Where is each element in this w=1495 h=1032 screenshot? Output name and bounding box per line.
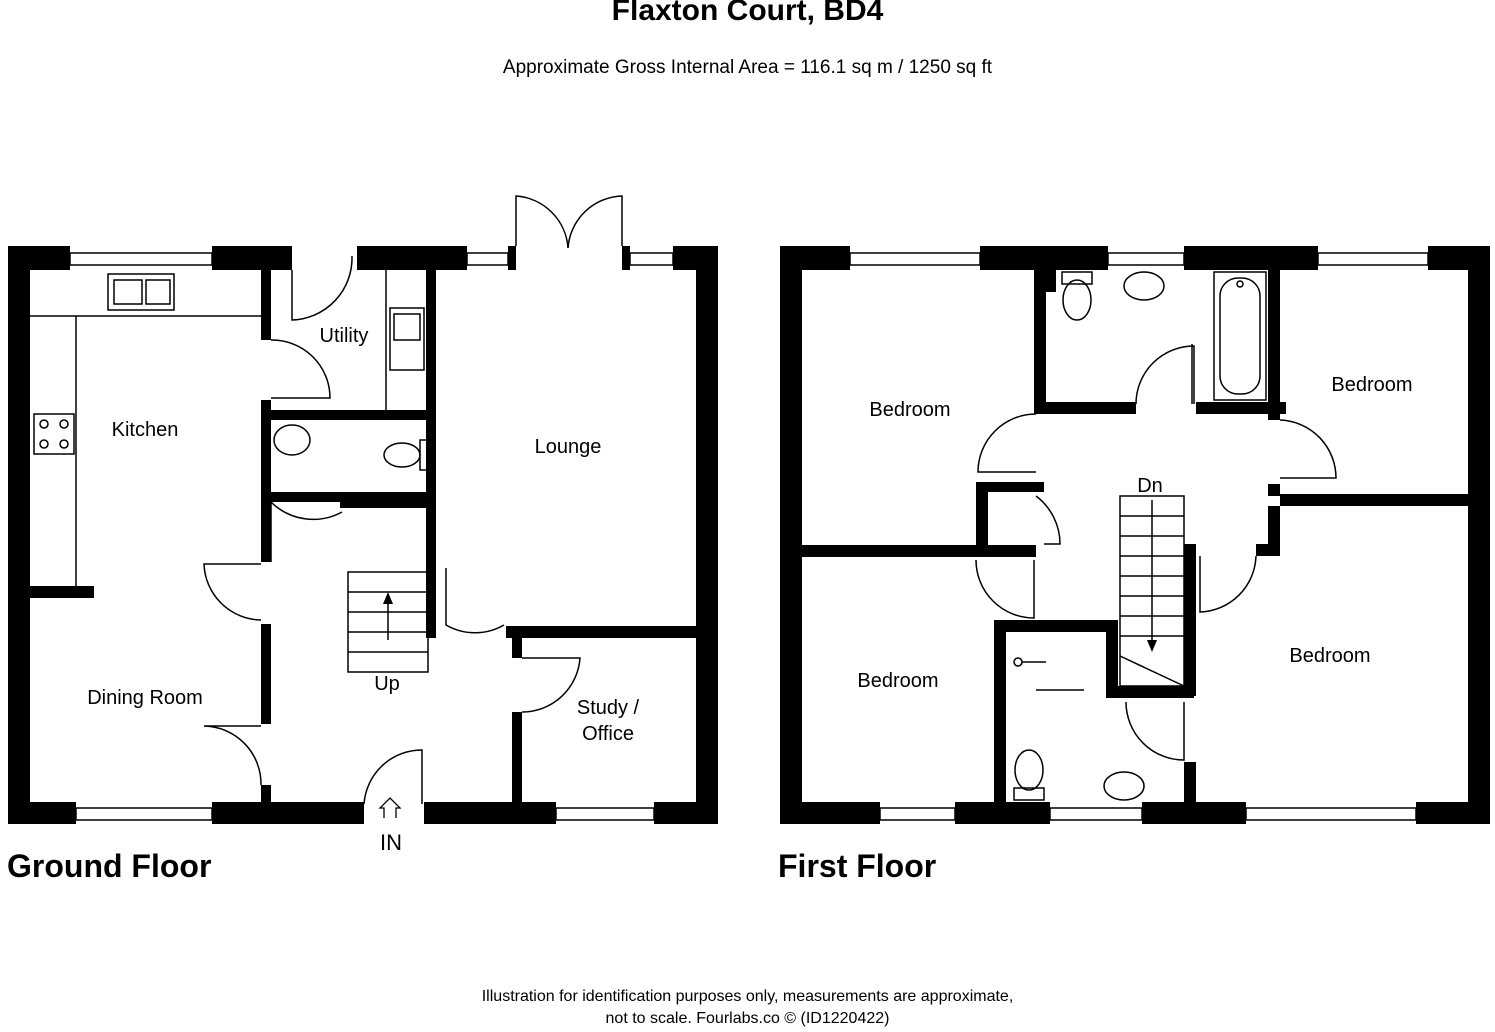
room-label-study-line2: Office [582,723,634,745]
room-label-utility: Utility [320,325,369,347]
room-label-study-line1: Study / [577,697,640,719]
ground-floor-plan: Kitchen Utility Lounge Dining Room Study… [8,195,718,855]
bathroom-fittings [1061,271,1267,404]
ground-floor-doors [203,195,623,805]
first-floor-stairs [1119,495,1185,687]
room-label-bedroom-bottom-left: Bedroom [857,670,938,692]
room-label-bedroom-bottom-right: Bedroom [1289,645,1370,667]
disclaimer-line-1: Illustration for identification purposes… [481,988,1014,1005]
ground-stairs [347,571,429,673]
entrance-label: IN [380,830,402,855]
stairs-up-label: Up [374,673,400,695]
first-floor-inner-walls [802,270,1490,802]
ground-floor-outer-walls [8,246,718,824]
kitchen-worktop [30,273,261,586]
room-label-bedroom-top-right: Bedroom [1331,374,1412,396]
stairs-down-label: Dn [1137,475,1163,497]
disclaimer: Illustration for identification purposes… [0,986,1495,1030]
room-label-bedroom-top-left: Bedroom [869,399,950,421]
entrance-arrow-icon [378,797,402,818]
first-floor-outer-walls [780,246,1490,824]
plan-title: Flaxton Court, BD4 [611,0,884,27]
first-floor-label: First Floor [778,848,937,884]
gross-area-text: Approximate Gross Internal Area = 116.1 … [502,57,993,78]
ground-floor-inner-walls [30,270,718,802]
ground-wc-fittings [273,424,429,471]
room-label-dining-room: Dining Room [87,687,203,709]
stairs-down-arrow [1147,640,1157,652]
ground-floor-label: Ground Floor [7,848,212,884]
disclaimer-line-2: not to scale. Fourlabs.co © (ID1220422) [605,1010,890,1027]
room-label-lounge: Lounge [535,436,602,458]
utility-fittings [385,270,425,410]
stairs-up-arrow [383,592,393,604]
ground-floor-windows [69,252,674,821]
shower-room-fittings [1013,657,1145,801]
first-floor-windows [849,252,1429,821]
room-label-kitchen: Kitchen [112,419,179,441]
first-floor-plan: Bedroom Bedroom Bedroom Bedroom Dn [780,246,1490,824]
first-floor-doors [975,345,1337,761]
